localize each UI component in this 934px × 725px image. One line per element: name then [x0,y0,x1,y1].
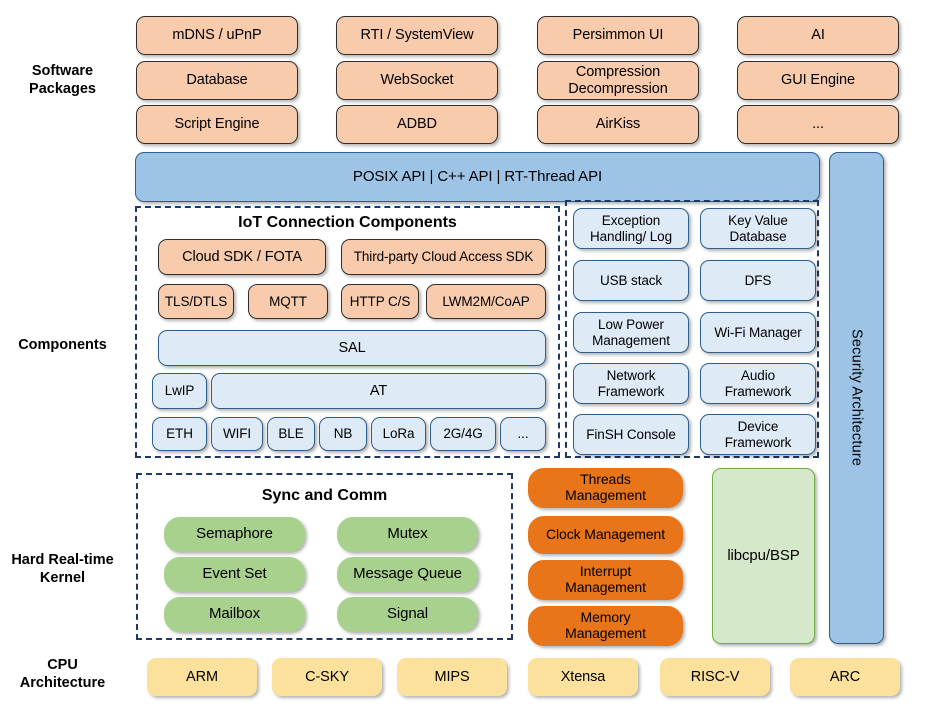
component-device-framework[interactable]: Device Framework [700,414,816,455]
cpu-c-sky[interactable]: C-SKY [272,658,382,696]
iot-link-eth[interactable]: ETH [152,417,207,451]
iot-connection-group [135,206,560,458]
component-exception-handling-log[interactable]: Exception Handling/ Log [573,208,689,249]
kernel-semaphore[interactable]: Semaphore [164,517,305,552]
row-label-software-packages-line1: Software [31,63,94,79]
package-websocket[interactable]: WebSocket [336,61,498,100]
component-lowpower-line1: Low Power [598,317,664,333]
component-audio-framework[interactable]: Audio Framework [700,363,816,404]
kernel-interrupt-line1: Interrupt [579,563,632,580]
package-compression-line2: Decompression [568,80,668,97]
cpu-arm[interactable]: ARM [147,658,257,696]
component-kvdb-line1: Key Value [728,213,788,229]
kernel-signal[interactable]: Signal [337,597,478,632]
kernel-memory-line1: Memory [580,609,631,626]
iot-link-nb[interactable]: NB [319,417,367,451]
package-rti-systemview[interactable]: RTI / SystemView [336,16,498,55]
iot-lwm2m-coap[interactable]: LWM2M/CoAP [426,284,546,319]
component-dfs[interactable]: DFS [700,260,816,301]
iot-link-more[interactable]: ... [500,417,546,451]
component-key-value-database[interactable]: Key Value Database [700,208,816,249]
component-network-line1: Network [606,368,656,384]
package-adbd[interactable]: ADBD [336,105,498,144]
kernel-memory-management[interactable]: Memory Management [528,606,683,646]
component-audio-line2: Framework [724,383,792,399]
iot-lwip[interactable]: LwIP [152,373,207,409]
iot-third-party-cloud-access-sdk[interactable]: Third-party Cloud Access SDK [341,239,546,275]
row-label-components: Components [0,336,125,354]
row-label-kernel-line2: Kernel [39,570,86,587]
component-device-line1: Device [737,419,779,435]
row-label-software-packages-line2: Packages [29,81,96,98]
iot-tls-dtls[interactable]: TLS/DTLS [158,284,234,319]
security-architecture-label: Security Architecture [848,329,865,467]
iot-connection-title: IoT Connection Components [238,214,457,231]
kernel-interrupt-line2: Management [565,579,646,595]
libcpu-bsp[interactable]: libcpu/BSP [712,468,815,644]
component-usb-stack[interactable]: USB stack [573,260,689,301]
iot-sal[interactable]: SAL [158,330,546,366]
iot-http-cs[interactable]: HTTP C/S [341,284,419,319]
package-compression-decompression[interactable]: Compression Decompression [537,61,699,100]
package-ai[interactable]: AI [737,16,899,55]
cpu-xtensa[interactable]: Xtensa [528,658,638,696]
kernel-message-queue[interactable]: Message Queue [337,557,478,592]
row-label-kernel-line1: Hard Real-time [11,552,114,568]
package-gui-engine[interactable]: GUI Engine [737,61,899,100]
iot-link-2g-4g[interactable]: 2G/4G [430,417,496,451]
iot-cloud-sdk-fota[interactable]: Cloud SDK / FOTA [158,239,326,275]
kernel-interrupt-management[interactable]: Interrupt Management [528,560,683,600]
row-label-kernel: Hard Real-time Kernel [0,551,125,587]
component-device-line2: Framework [724,434,792,450]
component-low-power-management[interactable]: Low Power Management [573,312,689,353]
kernel-threads-management[interactable]: Threads Management [528,468,683,508]
iot-at[interactable]: AT [211,373,546,409]
kernel-memory-line2: Management [565,625,646,641]
component-network-framework[interactable]: Network Framework [573,363,689,404]
iot-link-ble[interactable]: BLE [267,417,315,451]
sync-and-comm-group [136,473,513,640]
package-persimmon-ui[interactable]: Persimmon UI [537,16,699,55]
package-compression-line1: Compression [575,64,661,81]
component-lowpower-line2: Management [592,332,670,348]
component-exception-line1: Exception [601,213,661,229]
row-label-components-line1: Components [18,337,107,353]
kernel-threads-line2: Management [565,487,646,503]
component-network-line2: Framework [597,383,665,399]
package-airkiss[interactable]: AirKiss [537,105,699,144]
package-mdns-upnp[interactable]: mDNS / uPnP [136,16,298,55]
package-script-engine[interactable]: Script Engine [136,105,298,144]
iot-mqtt[interactable]: MQTT [248,284,328,319]
component-wifi-manager[interactable]: Wi-Fi Manager [700,312,816,353]
component-audio-line1: Audio [740,368,776,384]
cpu-risc-v[interactable]: RISC-V [660,658,770,696]
row-label-cpu-line1: CPU [47,657,78,673]
sync-and-comm-title: Sync and Comm [261,487,388,504]
kernel-mailbox[interactable]: Mailbox [164,597,305,632]
package-more[interactable]: ... [737,105,899,144]
row-label-cpu-architecture: CPU Architecture [0,656,125,692]
kernel-mutex[interactable]: Mutex [337,517,478,552]
iot-link-lora[interactable]: LoRa [371,417,426,451]
package-database[interactable]: Database [136,61,298,100]
api-bar[interactable]: POSIX API | C++ API | RT-Thread API [135,152,820,202]
component-exception-line2: Handling/ Log [589,228,672,244]
row-label-software-packages: Software Packages [0,62,125,98]
iot-link-wifi[interactable]: WIFI [211,417,263,451]
kernel-event-set[interactable]: Event Set [164,557,305,592]
components-right-group [565,200,819,458]
security-architecture-bar[interactable]: Security Architecture [829,152,884,644]
cpu-mips[interactable]: MIPS [397,658,507,696]
kernel-clock-management[interactable]: Clock Management [528,516,683,554]
component-kvdb-line2: Database [729,228,787,244]
kernel-threads-line1: Threads [580,471,631,488]
cpu-arc[interactable]: ARC [790,658,900,696]
row-label-cpu-line2: Architecture [19,675,106,692]
component-finsh-console[interactable]: FinSH Console [573,414,689,455]
